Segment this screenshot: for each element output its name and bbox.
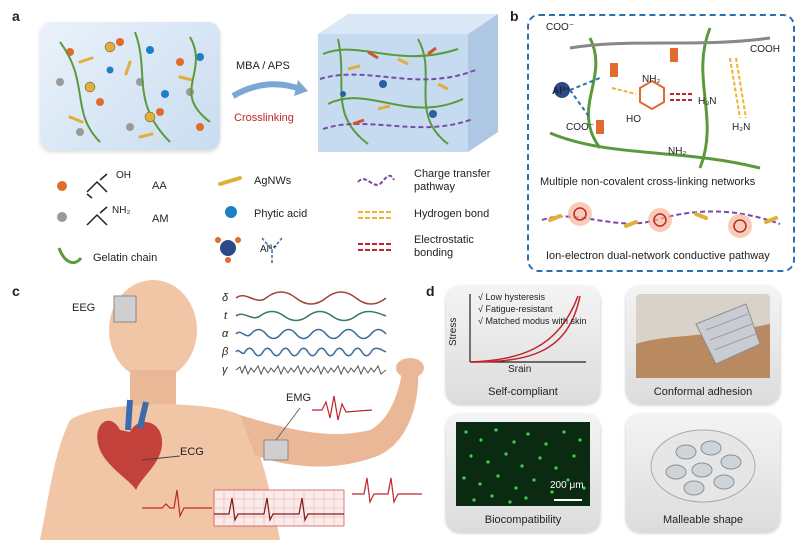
charge-transfer-icon [357, 174, 395, 186]
adhesion-photo [636, 294, 770, 378]
hydrogen-bond-icon [358, 211, 392, 219]
panel-label-a: a [12, 8, 20, 24]
label-emg: EMG [286, 392, 312, 404]
caption-malleable-shape: Malleable shape [662, 514, 744, 526]
legend-gelatin: Gelatin chain [93, 252, 158, 264]
precursor-solution-cube [40, 22, 220, 150]
hydrogel-cube [308, 14, 500, 154]
card-malleable-shape: Malleable shape [626, 414, 780, 532]
am-nh2-group: NH₂ [112, 205, 131, 216]
legend-aa: AA [152, 180, 167, 192]
graph-ylabel: Stress [448, 317, 459, 346]
wave-label-theta: t [224, 310, 228, 322]
panel-label-c: c [12, 283, 20, 299]
card-self-compliant: Stress Srain √ Low hysteresis √ Fatigue-… [446, 286, 600, 404]
process-crosslinking: Crosslinking [234, 112, 294, 124]
phytic-acid-icon [225, 206, 237, 218]
wave-label-alpha: α [222, 328, 229, 340]
caption-biocompatibility: Biocompatibility [484, 514, 562, 526]
panel-label-b: b [510, 8, 519, 24]
noncovalent-network-diagram [549, 27, 771, 170]
check-3: √ Matched modus with skin [478, 316, 587, 326]
label-nh2a: NH₂ [642, 74, 661, 85]
process-reagents: MBA / APS [236, 60, 290, 72]
scale-bar-label: 200 μm [550, 480, 584, 491]
electrostatic-icon [358, 243, 392, 251]
aa-monomer-icon [57, 173, 108, 199]
legend-hbond: Hydrogen bond [414, 208, 490, 220]
panel-b-top-caption: Multiple non-covalent cross-linking netw… [540, 176, 756, 188]
label-coo1: COO⁻ [546, 22, 575, 33]
caption-conformal-adhesion: Conformal adhesion [653, 386, 753, 398]
ecg-signal-right [352, 477, 422, 505]
caption-self-compliant: Self-compliant [488, 386, 558, 398]
label-cooh: COOH [750, 44, 780, 55]
wave-label-delta: δ [222, 292, 229, 304]
crosslinking-arrow [231, 80, 308, 99]
agnws-icon [218, 176, 242, 186]
dual-network-pathway [541, 202, 781, 238]
check-2: √ Fatigue-resistant [478, 304, 553, 314]
card-conformal-adhesion: Conformal adhesion [626, 286, 780, 404]
wave-label-gamma: γ [222, 364, 228, 376]
ecg-signal-left [142, 489, 212, 519]
label-ho: HO [626, 114, 641, 125]
eeg-waveforms [235, 291, 387, 376]
label-al: Al³⁺ [552, 86, 571, 97]
legend-electro: Electrostatic bonding [414, 234, 474, 259]
legend-agnws: AgNWs [254, 175, 292, 187]
panel-label-d: d [426, 283, 435, 299]
panel-b-bottom-caption: Ion-electron dual-network conductive pat… [546, 250, 770, 262]
emg-signal [312, 395, 373, 421]
label-coo2: COO⁻ [566, 122, 595, 133]
graph-xlabel: Srain [508, 364, 532, 375]
am-monomer-icon [57, 206, 108, 226]
label-eeg: EEG [72, 302, 96, 314]
card-biocompatibility: 200 μm Biocompatibility [446, 414, 600, 532]
legend-al: Al³⁺ [260, 244, 278, 255]
al-complex-icon [215, 237, 283, 264]
aa-oh-group: OH [116, 170, 131, 181]
stress-strain-graph [469, 294, 586, 363]
legend-phytic: Phytic acid [254, 208, 308, 220]
label-h3n: H₃N [698, 96, 717, 107]
label-ecg: ECG [180, 446, 204, 458]
malleable-photo [650, 429, 756, 503]
legend-charge: Charge transfer pathway [414, 168, 491, 193]
precursor-molecules [56, 31, 211, 143]
wave-label-beta: β [222, 346, 229, 358]
check-1: √ Low hysteresis [478, 292, 545, 302]
gelatin-chain-icon [57, 247, 83, 265]
ecg-grid-strip [213, 489, 345, 527]
label-nh2b: NH₂ [668, 146, 687, 157]
legend-am: AM [152, 213, 169, 225]
panel-b-frame [527, 14, 795, 272]
fluorescence-image [456, 422, 590, 506]
label-h2n: H₂N [732, 122, 751, 133]
